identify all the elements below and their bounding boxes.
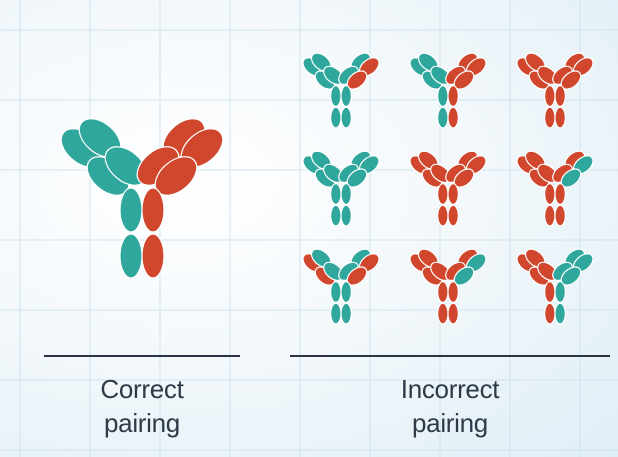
left-heavy-domain <box>120 188 142 232</box>
correct-caption-line2: pairing <box>44 406 240 440</box>
right-heavy-domain <box>142 234 164 278</box>
correct-caption-line1: Correct <box>44 372 240 406</box>
right-heavy-domain <box>555 107 565 128</box>
left-heavy-domain <box>331 282 341 303</box>
right-heavy-domain <box>341 107 351 128</box>
left-heavy-domain <box>331 86 341 107</box>
right-heavy-domain <box>448 303 458 324</box>
left-heavy-domain <box>438 282 448 303</box>
incorrect-antibody <box>300 148 383 226</box>
left-heavy-domain <box>545 205 555 226</box>
right-heavy-domain <box>555 184 565 205</box>
right-heavy-domain <box>448 282 458 303</box>
incorrect-antibody <box>514 50 597 128</box>
incorrect-antibody <box>407 50 490 128</box>
left-heavy-domain <box>438 205 448 226</box>
right-heavy-domain <box>341 184 351 205</box>
incorrect-antibody <box>407 246 490 324</box>
incorrect-antibody <box>514 246 597 324</box>
left-heavy-domain <box>331 184 341 205</box>
incorrect-antibody <box>407 148 490 226</box>
right-heavy-domain <box>448 184 458 205</box>
incorrect-antibody <box>514 148 597 226</box>
left-heavy-domain <box>438 86 448 107</box>
left-heavy-domain <box>331 303 341 324</box>
left-heavy-domain <box>438 303 448 324</box>
left-heavy-domain <box>120 234 142 278</box>
right-heavy-domain <box>555 205 565 226</box>
left-heavy-domain <box>438 107 448 128</box>
right-heavy-domain <box>341 205 351 226</box>
correct-divider <box>44 355 240 357</box>
left-heavy-domain <box>331 107 341 128</box>
incorrect-caption-line2: pairing <box>290 406 610 440</box>
right-heavy-domain <box>341 86 351 107</box>
left-heavy-domain <box>545 282 555 303</box>
right-heavy-domain <box>341 282 351 303</box>
left-heavy-domain <box>438 184 448 205</box>
right-heavy-domain <box>142 188 164 232</box>
left-heavy-domain <box>545 303 555 324</box>
left-heavy-domain <box>545 184 555 205</box>
incorrect-divider <box>290 355 610 357</box>
left-heavy-domain <box>545 107 555 128</box>
right-heavy-domain <box>448 205 458 226</box>
right-heavy-domain <box>555 303 565 324</box>
right-heavy-domain <box>555 86 565 107</box>
right-heavy-domain <box>448 107 458 128</box>
incorrect-caption-line1: Incorrect <box>290 372 610 406</box>
right-heavy-domain <box>341 303 351 324</box>
left-heavy-domain <box>331 205 341 226</box>
incorrect-antibody <box>300 246 383 324</box>
incorrect-caption: Incorrect pairing <box>290 372 610 440</box>
incorrect-antibody <box>300 50 383 128</box>
right-heavy-domain <box>448 86 458 107</box>
left-heavy-domain <box>545 86 555 107</box>
correct-antibody <box>54 111 230 278</box>
correct-caption: Correct pairing <box>44 372 240 440</box>
right-heavy-domain <box>555 282 565 303</box>
